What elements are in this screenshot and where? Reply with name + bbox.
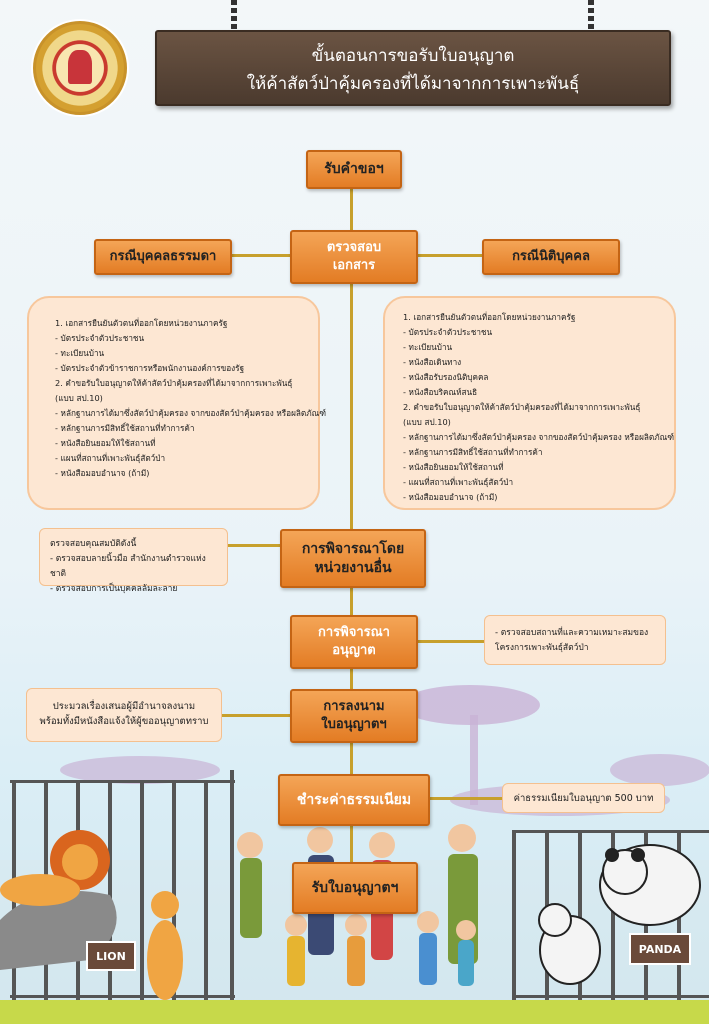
check-documents-label-1: ตรวจสอบ xyxy=(326,240,382,256)
check-documents-label-2: เอกสาร xyxy=(332,258,376,273)
title-sign: ขั้นตอนการขอรับใบอนุญาต ให้ค้าสัตว์ป่าคุ… xyxy=(155,30,671,106)
pay-fee-step: ชำระค่าธรรมเนียม xyxy=(278,774,430,826)
other-agency-note-line: - ตรวจสอบการเป็นบุคคลล้มละลาย xyxy=(50,584,178,594)
individual-doc-line: - หนังสือยินยอมให้ใช้สถานที่ xyxy=(55,438,156,448)
juristic-doc-line: - หนังสือเดินทาง xyxy=(403,357,462,367)
receive-request-step: รับคำขอฯ xyxy=(306,150,402,189)
lion-sign: LION xyxy=(86,941,136,971)
other-agency-note: ตรวจสอบคุณสมบัติดังนี้ - ตรวจสอบลายนิ้วม… xyxy=(39,528,228,594)
juristic-case-box: กรณีนิติบุคคล xyxy=(482,239,620,275)
other-agency-note-line: ตรวจสอบคุณสมบัติดังนี้ xyxy=(50,539,137,549)
receive-license-label: รับใบอนุญาตฯ xyxy=(311,879,399,896)
fee-connector xyxy=(426,797,502,800)
consider-permit-label-1: การพิจารณา xyxy=(318,625,390,641)
fee-note: ค่าธรรมเนียมใบอนุญาต 500 บาท xyxy=(502,783,665,813)
sign-connector xyxy=(222,714,290,717)
individual-doc-line: - แผนที่สถานที่เพาะพันธุ์สัตว์ป่า xyxy=(55,453,166,463)
pay-fee-label: ชำระค่าธรรมเนียม xyxy=(296,791,412,808)
fee-note-text: ค่าธรรมเนียมใบอนุญาต 500 บาท xyxy=(513,792,654,804)
lion-illustration xyxy=(0,830,183,1000)
individual-documents-note: 1. เอกสารยืนยันตัวตนที่ออกโดยหน่วยงานภาค… xyxy=(27,296,327,510)
sign-license-label-1: การลงนาม xyxy=(323,699,385,715)
juristic-doc-line: - หนังสือบริคณห์สนธิ xyxy=(403,387,478,397)
title-line-2: ให้ค้าสัตว์ป่าคุ้มครองที่ได้มาจากการเพาะ… xyxy=(246,74,580,94)
consider-permit-step: การพิจารณา อนุญาต xyxy=(290,615,418,669)
individual-case-label: กรณีบุคคลธรรมดา xyxy=(109,249,217,265)
family-illustration xyxy=(237,824,478,986)
individual-doc-line: - ทะเบียนบ้าน xyxy=(55,348,105,358)
juristic-doc-line: (แบบ สป.10) xyxy=(403,417,451,427)
sign-chain-left xyxy=(231,0,237,30)
other-agency-connector xyxy=(228,544,280,547)
consider-note-line: โครงการเพาะพันธุ์สัตว์ป่า xyxy=(495,643,589,653)
individual-doc-line: - หนังสือมอบอำนาจ (ถ้ามี) xyxy=(55,468,150,478)
panda-sign-label: PANDA xyxy=(638,942,682,956)
lion-sign-label: LION xyxy=(96,949,126,963)
other-agency-step: การพิจารณาโดย หน่วยงานอื่น xyxy=(280,529,426,588)
other-agency-label-2: หน่วยงานอื่น xyxy=(314,559,392,576)
panda-sign: PANDA xyxy=(629,933,691,965)
juristic-doc-line: - หลักฐานการมีสิทธิ์ใช้สถานที่ทำการค้า xyxy=(403,447,543,457)
juristic-doc-line: - หนังสือยินยอมให้ใช้สถานที่ xyxy=(403,462,504,472)
individual-doc-line: - บัตรประจำตัวประชาชน xyxy=(55,333,145,343)
individual-doc-line: 2. คำขอรับใบอนุญาตให้ค้าสัตว์ป่าคุ้มครอง… xyxy=(55,378,293,388)
individual-doc-line: - หลักฐานการได้มาซึ่งสัตว์ป่าคุ้มครอง จา… xyxy=(55,408,327,418)
juristic-case-label: กรณีนิติบุคคล xyxy=(512,249,590,265)
signing-note: ประมวลเรื่องเสนอผู้มีอำนาจลงนาม พร้อมทั้… xyxy=(26,688,222,742)
other-agency-label-1: การพิจารณาโดย xyxy=(301,540,405,557)
signing-note-line: ประมวลเรื่องเสนอผู้มีอำนาจลงนาม xyxy=(52,701,196,712)
individual-doc-line: - หลักฐานการมีสิทธิ์ใช้สถานที่ทำการค้า xyxy=(55,423,195,433)
juristic-doc-line: - หนังสือรับรองนิติบุคคล xyxy=(403,372,489,382)
juristic-doc-line: - หนังสือมอบอำนาจ (ถ้ามี) xyxy=(403,492,498,502)
department-seal-logo xyxy=(33,21,127,115)
sign-license-label-2: ใบอนุญาตฯ xyxy=(321,717,387,732)
consider-permit-note: - ตรวจสอบสถานที่และความเหมาะสมของ โครงกา… xyxy=(484,615,666,665)
juristic-doc-line: 2. คำขอรับใบอนุญาตให้ค้าสัตว์ป่าคุ้มครอง… xyxy=(403,402,641,412)
juristic-documents-note: 1. เอกสารยืนยันตัวตนที่ออกโดยหน่วยงานภาค… xyxy=(383,296,676,510)
check-documents-step: ตรวจสอบ เอกสาร xyxy=(290,230,418,284)
individual-doc-line: - บัตรประจำตัวข้าราชการหรือพนักงานองค์กา… xyxy=(55,363,245,373)
ground-strip xyxy=(0,1000,709,1024)
receive-license-step: รับใบอนุญาตฯ xyxy=(292,862,418,914)
receive-request-label: รับคำขอฯ xyxy=(324,161,384,178)
juristic-doc-line: - ทะเบียนบ้าน xyxy=(403,342,453,352)
left-branch-connector xyxy=(228,254,290,257)
juristic-doc-line: 1. เอกสารยืนยันตัวตนที่ออกโดยหน่วยงานภาค… xyxy=(403,312,576,322)
consider-permit-label-2: อนุญาต xyxy=(332,643,376,658)
other-agency-note-line: - ตรวจสอบลายนิ้วมือ สำนักงานตำรวจแห่งชาต… xyxy=(50,554,206,579)
individual-case-box: กรณีบุคคลธรรมดา xyxy=(94,239,232,275)
juristic-doc-line: - บัตรประจำตัวประชาชน xyxy=(403,327,493,337)
individual-doc-line: 1. เอกสารยืนยันตัวตนที่ออกโดยหน่วยงานภาค… xyxy=(55,318,228,328)
sign-license-step: การลงนาม ใบอนุญาตฯ xyxy=(290,689,418,743)
right-branch-connector xyxy=(415,254,482,257)
signing-note-line: พร้อมทั้งมีหนังสือแจ้งให้ผู้ขออนุญาตทราบ xyxy=(39,716,209,727)
panda-illustration xyxy=(538,844,701,985)
consider-connector xyxy=(414,640,484,643)
juristic-doc-line: - หลักฐานการได้มาซึ่งสัตว์ป่าคุ้มครอง จา… xyxy=(403,432,675,442)
individual-doc-line: (แบบ สป.10) xyxy=(55,393,103,403)
consider-note-line: - ตรวจสอบสถานที่และความเหมาะสมของ xyxy=(495,628,649,638)
sign-chain-right xyxy=(588,0,594,30)
juristic-doc-line: - แผนที่สถานที่เพาะพันธุ์สัตว์ป่า xyxy=(403,477,514,487)
title-line-1: ขั้นตอนการขอรับใบอนุญาต xyxy=(311,46,515,66)
